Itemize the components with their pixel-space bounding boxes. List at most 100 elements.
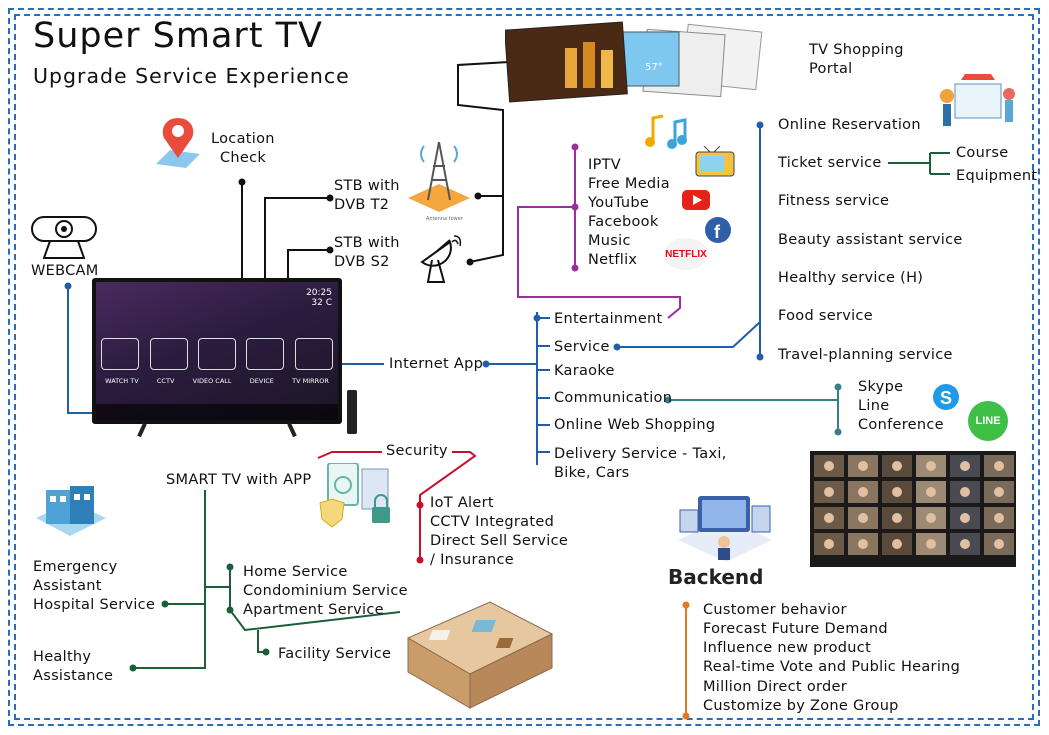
location-check-label-1: Location xyxy=(211,131,275,147)
ent-facebook: Facebook xyxy=(588,214,659,230)
tv-remote-icon xyxy=(347,390,357,434)
backend-forecast: Forecast Future Demand xyxy=(703,621,888,637)
video-participant-icon xyxy=(858,539,868,549)
tv-mirror-icon[interactable] xyxy=(294,338,333,370)
service-ticket: Ticket service xyxy=(778,155,882,171)
tv-clock: 20:25 32 C xyxy=(306,288,332,308)
facility-service: Facility Service xyxy=(278,646,392,662)
branch-entertainment: Entertainment xyxy=(554,311,663,327)
svg-text:f: f xyxy=(714,222,721,242)
security-direct-sell: Direct Sell Service xyxy=(430,533,569,549)
ticket-equipment: Equipment xyxy=(956,168,1038,184)
backend-developer-illustration xyxy=(678,496,772,562)
security-iot-alert: IoT Alert xyxy=(430,495,494,511)
service-healthy: Healthy service (H) xyxy=(778,270,924,286)
page-subtitle: Upgrade Service Experience xyxy=(33,64,350,88)
video-participant-icon xyxy=(892,513,902,523)
ent-music: Music xyxy=(588,233,631,249)
security-label: Security xyxy=(386,443,448,459)
apartment-isometric-illustration xyxy=(406,601,554,709)
video-participant-icon xyxy=(994,513,1004,523)
backend-vote: Real-time Vote and Public Hearing xyxy=(703,659,961,675)
video-participant-icon xyxy=(824,539,834,549)
branch-online-web-shopping: Online Web Shopping xyxy=(554,417,716,433)
retro-tv-icon xyxy=(695,146,735,177)
facebook-icon: f xyxy=(705,217,731,243)
service-fitness: Fitness service xyxy=(778,193,890,209)
tv-watch-icon[interactable] xyxy=(101,338,140,370)
video-participant-icon xyxy=(960,539,970,549)
stb-t2-label-1: STB with xyxy=(334,178,400,194)
backend-direct-order: Million Direct order xyxy=(703,679,847,695)
backend-customer-behavior: Customer behavior xyxy=(703,602,847,618)
skype-icon: S xyxy=(933,384,959,410)
healthy-label-2: Assistance xyxy=(33,668,114,684)
video-participant-icon xyxy=(960,513,970,523)
video-participant-icon xyxy=(892,539,902,549)
video-participant-icon xyxy=(960,461,970,471)
svg-text:57°: 57° xyxy=(645,62,663,73)
ticket-course: Course xyxy=(956,145,1009,161)
tv-menu-device: DEVICE xyxy=(249,377,274,385)
video-conference-grid-illustration xyxy=(810,451,1016,567)
video-participant-icon xyxy=(926,461,936,471)
antenna-tower-icon: Antenna tower xyxy=(408,141,470,222)
video-participant-icon xyxy=(892,461,902,471)
tv-cctv-icon[interactable] xyxy=(149,338,188,370)
backend-customize-zone: Customize by Zone Group xyxy=(703,698,899,714)
online-reservation-illustration xyxy=(940,74,1015,126)
page-title: Super Smart TV xyxy=(33,16,323,56)
video-participant-icon xyxy=(892,487,902,497)
comm-line: Line xyxy=(858,398,890,414)
webcam-label: WEBCAM xyxy=(31,263,99,279)
comm-skype: Skype xyxy=(858,379,904,395)
condominium-service: Condominium Service xyxy=(243,583,408,599)
netflix-logo-icon: NETFLIX xyxy=(664,238,708,270)
service-beauty: Beauty assistant service xyxy=(778,232,963,248)
ent-free-media: Free Media xyxy=(588,176,670,192)
inner-dashed-frame xyxy=(14,14,1034,720)
outer-dashed-frame xyxy=(8,8,1040,726)
emergency-label-3: Hospital Service xyxy=(33,597,156,613)
tv-video-call-icon[interactable] xyxy=(197,338,236,370)
apartment-service: Apartment Service xyxy=(243,602,384,618)
location-pin-icon xyxy=(156,118,200,168)
video-participant-icon xyxy=(824,513,834,523)
video-participant-icon xyxy=(994,487,1004,497)
emergency-label-2: Assistant xyxy=(33,578,102,594)
tv-menu-cctv: CCTV xyxy=(156,377,175,385)
video-participant-icon xyxy=(926,513,936,523)
hospital-building-illustration xyxy=(36,486,106,536)
video-participant-icon xyxy=(960,487,970,497)
location-check-label-2: Check xyxy=(220,150,267,166)
service-online-reservation: Online Reservation xyxy=(778,117,921,133)
security-cctv: CCTV Integrated xyxy=(430,514,555,530)
security-insurance: / Insurance xyxy=(430,552,514,568)
smart-tv-app-label: SMART TV with APP xyxy=(166,472,312,488)
video-participant-icon xyxy=(858,461,868,471)
webcam-icon xyxy=(31,216,97,259)
youtube-icon xyxy=(682,190,710,210)
video-participant-icon xyxy=(824,461,834,471)
video-participant-icon xyxy=(858,487,868,497)
ent-iptv: IPTV xyxy=(588,157,621,173)
video-participant-icon xyxy=(926,539,936,549)
backend-title: Backend xyxy=(668,565,764,589)
stb-s2-label-1: STB with xyxy=(334,235,400,251)
tv-device-icon[interactable] xyxy=(246,338,285,370)
service-food: Food service xyxy=(778,308,873,324)
branch-communication: Communication xyxy=(554,390,673,406)
backend-influence: Influence new product xyxy=(703,640,872,656)
ent-netflix: Netflix xyxy=(588,252,638,268)
service-travel: Travel-planning service xyxy=(778,347,953,363)
internet-app-label: Internet App xyxy=(389,356,484,372)
tv-shopping-label-1: TV Shopping xyxy=(809,42,904,58)
security-illustration xyxy=(319,463,390,528)
video-participant-icon xyxy=(994,539,1004,549)
tv-shopping-label-2: Portal xyxy=(809,61,853,77)
smart-tv-screen[interactable]: 20:25 32 C WATCH TV CCTV VIDEO CALL DEVI… xyxy=(92,278,342,424)
tv-menu-mirror: TV MIRROR xyxy=(292,377,329,385)
svg-text:S: S xyxy=(940,388,952,408)
satellite-dish-icon xyxy=(420,235,462,283)
video-participant-icon xyxy=(858,513,868,523)
